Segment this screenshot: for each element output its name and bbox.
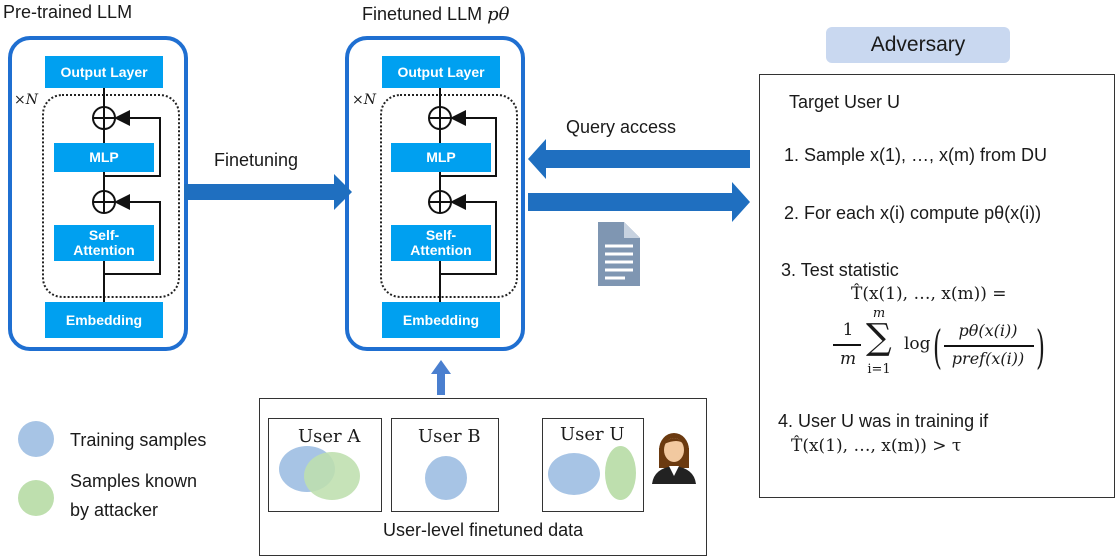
formula-frac-bar [833, 344, 861, 346]
adversary-title: Adversary [826, 27, 1010, 63]
formula-ratio-bar [944, 345, 1034, 347]
pretrained-repeat-region [42, 94, 180, 298]
finetuning-label: Finetuning [214, 150, 299, 170]
pretrained-mlp-block: MLP [54, 143, 154, 172]
finetuned-mlp-block: MLP [391, 143, 491, 172]
legend-attacker-label-line1: Samples known [70, 471, 198, 491]
adversary-step-1: 1. Sample x(1), …, x(m) from DU [784, 145, 1048, 165]
adversary-step-4-formula: T̂(x(1), …, x(m)) > τ [791, 436, 962, 456]
finetuned-self-attention-block: Self-Attention [391, 225, 491, 261]
query-access-label: Query access [566, 117, 677, 137]
formula-sum-bottom: i=1 [867, 362, 891, 377]
pretrained-embedding-block: Embedding [45, 302, 163, 338]
adversary-panel [759, 74, 1115, 498]
formula-one-over-m-num: 1 [842, 320, 854, 340]
finetuned-output-layer: Output Layer [382, 56, 500, 88]
pretrained-self-attention-block: Self-Attention [54, 225, 154, 261]
finetuned-repeat-region [380, 94, 518, 298]
sigma-icon: ∑ [866, 317, 892, 358]
finetuned-title: Finetuned LLM pθ [362, 4, 510, 25]
adversary-target-user: Target User U [789, 92, 901, 112]
legend-training-swatch [18, 421, 54, 457]
finetuned-repeat-label: ×N [352, 92, 376, 108]
formula-lhs: T̂(x(1), …, x(m)) = [851, 284, 1007, 304]
user-a-attacker-samples [304, 452, 360, 500]
finetuned-embedding-block: Embedding [382, 302, 500, 338]
user-a-label: User A [298, 426, 361, 447]
formula-one-over-m-den: m [839, 349, 857, 369]
left-paren-icon: ( [933, 320, 942, 374]
adversary-step-2: 2. For each x(i) compute pθ(x(i)) [784, 203, 1042, 223]
formula-sum-top: m [872, 306, 886, 321]
formula-ratio-num: pθ(x(i)) [958, 321, 1018, 340]
adversary-step-4: 4. User U was in training if [778, 411, 989, 431]
legend-attacker-swatch [18, 480, 54, 516]
user-level-data-caption: User-level finetuned data [383, 520, 584, 540]
user-u-attacker-samples [605, 446, 636, 500]
pretrained-repeat-label: ×N [14, 92, 38, 108]
right-paren-icon: ) [1036, 320, 1045, 374]
pretrained-title: Pre-trained LLM [3, 2, 133, 22]
person-icon [652, 433, 696, 484]
user-u-training-samples [548, 453, 600, 495]
user-b-label: User B [418, 426, 481, 447]
adversary-step-3: 3. Test statistic [781, 260, 899, 280]
pretrained-output-layer: Output Layer [45, 56, 163, 88]
legend-training-label: Training samples [70, 430, 207, 450]
user-u-label: User U [560, 424, 625, 445]
legend-attacker-label-line2: by attacker [70, 500, 159, 520]
user-b-training-samples [425, 456, 467, 500]
formula-ratio-den: pref(x(i)) [951, 349, 1025, 368]
formula-log: log [904, 334, 931, 354]
